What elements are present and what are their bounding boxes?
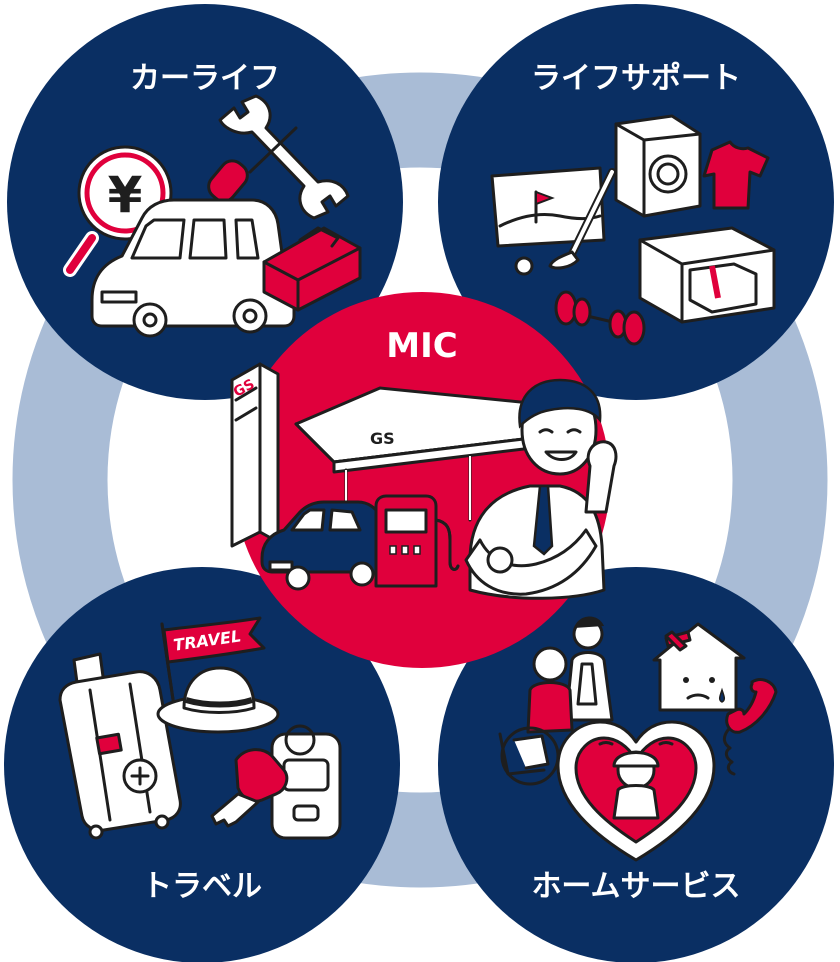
gas-station-canopy-icon: GS <box>294 386 542 542</box>
white-car-icon <box>90 198 296 338</box>
life-support-label: ライフサポート <box>531 61 741 96</box>
damaged-house-icon <box>652 622 746 712</box>
home-service-section: ホームサービス <box>438 567 834 962</box>
gs-pole-sign-icon: GS <box>230 362 280 548</box>
dumbbell-icon <box>554 290 646 346</box>
sun-hat-icon <box>156 666 280 734</box>
washing-machine-icon <box>614 114 702 218</box>
mic-center-section: MIC GS GS <box>230 292 618 668</box>
golf-picture-icon <box>490 166 606 248</box>
fuel-pump-icon <box>374 494 460 588</box>
car-life-label: カーライフ <box>130 61 280 96</box>
yen-magnifier-icon: ¥ <box>63 145 173 277</box>
background-ring <box>12 72 828 888</box>
station-attendant-icon <box>464 378 618 600</box>
mic-title: MIC <box>386 326 457 366</box>
life-support-section: ライフサポート <box>438 4 834 400</box>
delivery-box-icon <box>638 226 776 324</box>
t-shirt-icon <box>702 140 770 210</box>
golf-club-icon <box>514 168 616 276</box>
travel-label: トラベル <box>142 869 262 904</box>
travel-section: トラベル TRAVEL <box>4 567 400 962</box>
wrench-screwdriver-icon <box>207 94 350 220</box>
car-life-section: カーライフ ¥ <box>7 4 403 400</box>
heart-child-icon <box>556 720 716 862</box>
gs-canopy-text: GS <box>370 429 395 448</box>
telephone-icon <box>722 678 778 776</box>
navy-car-icon <box>260 500 402 591</box>
car-key-icon <box>210 724 342 840</box>
caregiver-wheelchair-icon <box>498 616 614 786</box>
yen-symbol-text: ¥ <box>108 166 143 224</box>
home-service-label: ホームサービス <box>531 869 740 904</box>
suitcase-icon <box>58 652 182 840</box>
toolbox-icon <box>262 226 362 312</box>
